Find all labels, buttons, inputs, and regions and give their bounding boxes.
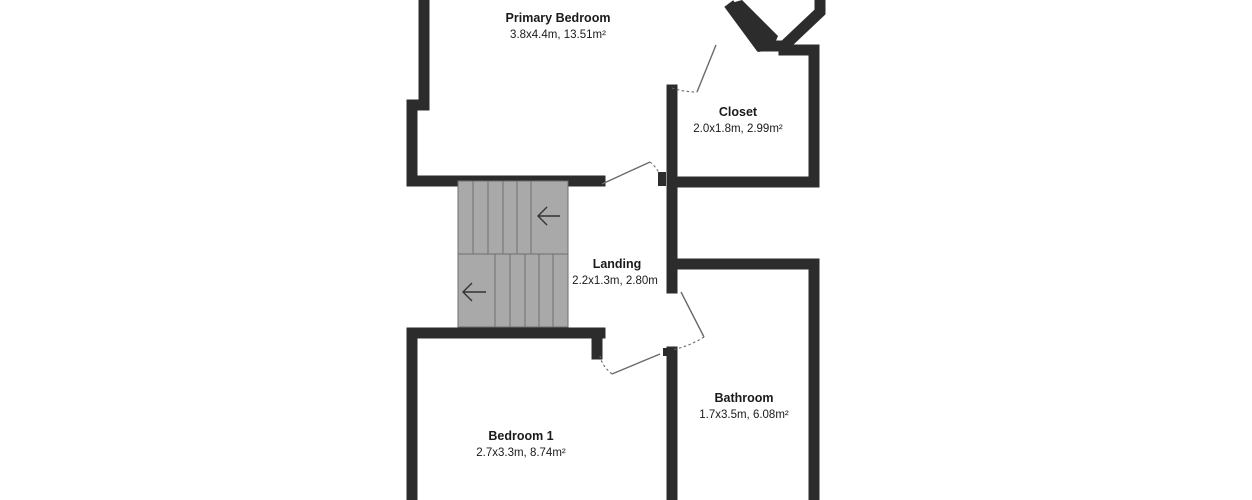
doors	[599, 44, 717, 375]
door-swing	[671, 336, 705, 351]
door-jamb	[663, 348, 673, 356]
stair-tread	[516, 180, 532, 255]
stair-tread	[552, 253, 569, 328]
room-label-primary-bedroom: Primary Bedroom 3.8x4.4m, 13.51m²	[506, 11, 611, 41]
arrow-left-icon	[537, 206, 560, 226]
stair-tread	[472, 180, 489, 255]
room-dimensions: 3.8x4.4m, 13.51m²	[510, 29, 606, 41]
wall-primary-bedroom-west	[406, 0, 606, 187]
room-name: Primary Bedroom	[506, 11, 611, 25]
stair-tread	[538, 253, 554, 328]
room-label-closet: Closet 2.0x1.8m, 2.99m²	[693, 105, 783, 135]
staircase	[457, 180, 569, 328]
stair-tread	[487, 180, 504, 255]
room-label-landing: Landing 2.2x1.3m, 2.80m	[572, 257, 658, 287]
door-leaf	[696, 44, 717, 93]
door-leaf	[601, 161, 651, 185]
door-swing	[599, 355, 613, 375]
wall-closet	[666, 44, 820, 188]
bay-block	[728, 0, 778, 52]
stair-tread	[524, 253, 540, 328]
room-name: Closet	[719, 105, 758, 119]
room-name: Bedroom 1	[488, 429, 553, 443]
room-dimensions: 2.2x1.3m, 2.80m	[572, 275, 658, 287]
door-swing	[671, 87, 698, 93]
room-dimensions: 1.7x3.5m, 6.08m²	[699, 409, 789, 421]
room-label-bedroom-1: Bedroom 1 2.7x3.3m, 8.74m²	[476, 429, 566, 459]
room-name: Bathroom	[714, 391, 773, 405]
stair-landing	[530, 180, 569, 255]
door-jamb	[658, 172, 666, 186]
door-leaf	[680, 291, 705, 338]
stair-tread	[502, 180, 518, 255]
room-label-bathroom: Bathroom 1.7x3.5m, 6.08m²	[699, 391, 789, 421]
wall-bathroom	[666, 258, 820, 500]
stair-tread	[509, 253, 526, 328]
door-swing	[649, 161, 664, 185]
stair-tread	[457, 180, 474, 255]
door-leaf	[611, 353, 661, 375]
room-name: Landing	[593, 257, 642, 271]
arrow-left-icon	[462, 282, 486, 302]
room-dimensions: 2.0x1.8m, 2.99m²	[693, 123, 783, 135]
room-dimensions: 2.7x3.3m, 8.74m²	[476, 447, 566, 459]
wall-bedroom1-north	[406, 327, 606, 500]
stair-tread	[494, 253, 511, 328]
